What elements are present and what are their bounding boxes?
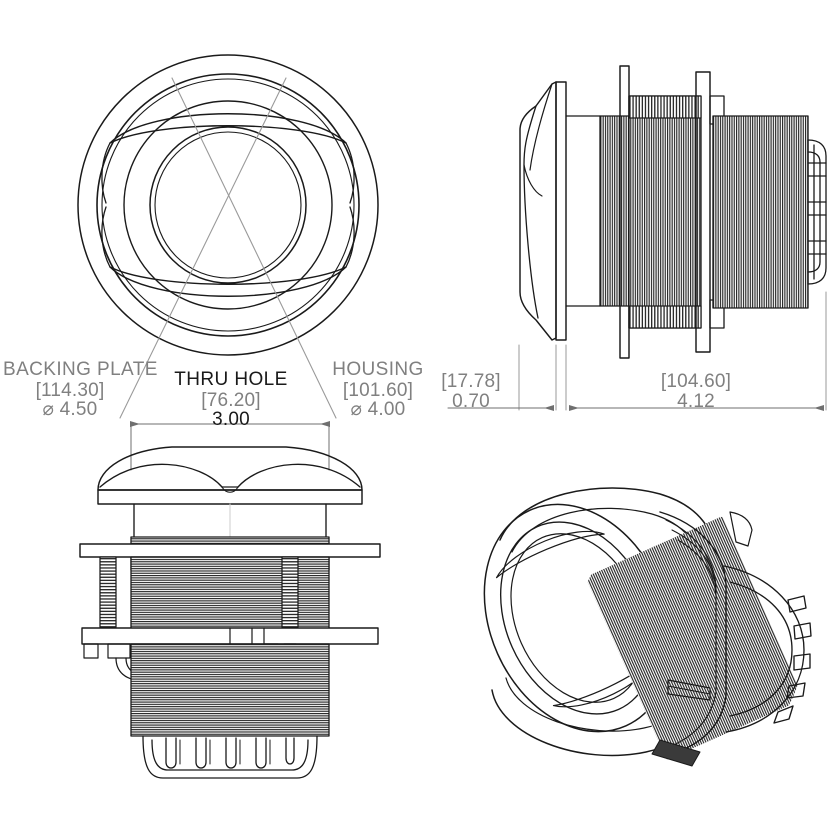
isometric-view [483, 487, 812, 767]
leader-line-housing [171, 77, 337, 419]
leader-line-backing-plate [119, 77, 287, 419]
side-view [447, 65, 827, 411]
front-view [77, 54, 379, 419]
elevation-view [79, 421, 381, 779]
